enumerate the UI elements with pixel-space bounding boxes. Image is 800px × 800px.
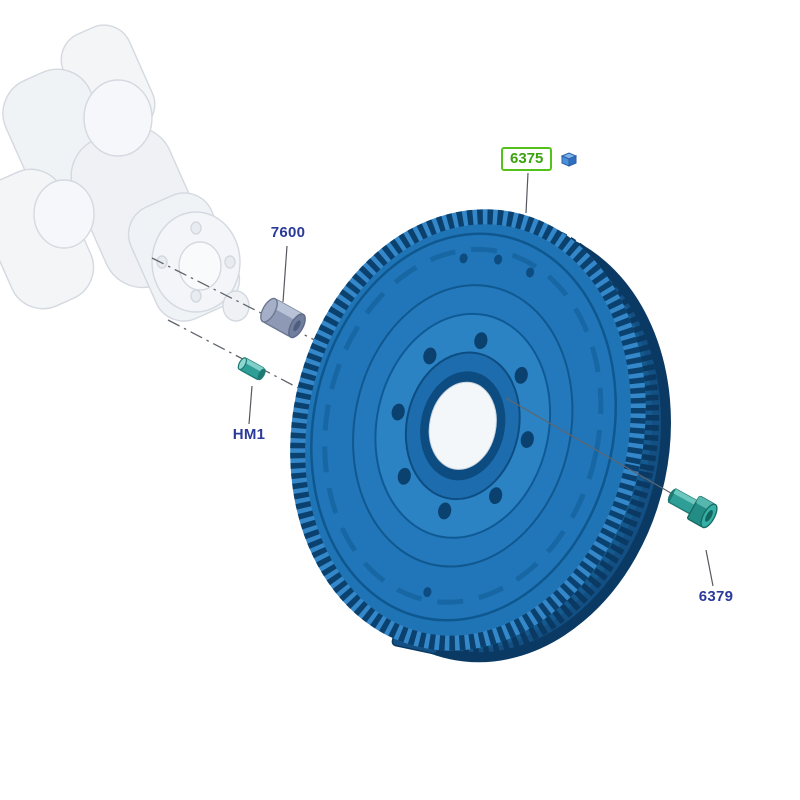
part-label-7600[interactable]: 7600	[270, 224, 306, 241]
bolt-axis-line	[505, 397, 677, 497]
part-callout-6375[interactable]: 6375	[501, 147, 579, 171]
part-label-hm1[interactable]: HM1	[232, 426, 266, 443]
bolt-illustration	[667, 488, 718, 529]
flywheel-bolt-holes	[391, 332, 534, 520]
part-label-6379[interactable]: 6379	[698, 588, 734, 605]
leader-lines	[248, 172, 714, 587]
part-label-6375[interactable]: 6375	[501, 147, 553, 171]
crankshaft-ghost	[0, 24, 250, 322]
flywheel-illustration	[290, 209, 671, 663]
part-cube-icon[interactable]	[559, 150, 579, 168]
dowel-pin-illustration	[237, 357, 266, 381]
bushing-illustration	[260, 297, 306, 339]
